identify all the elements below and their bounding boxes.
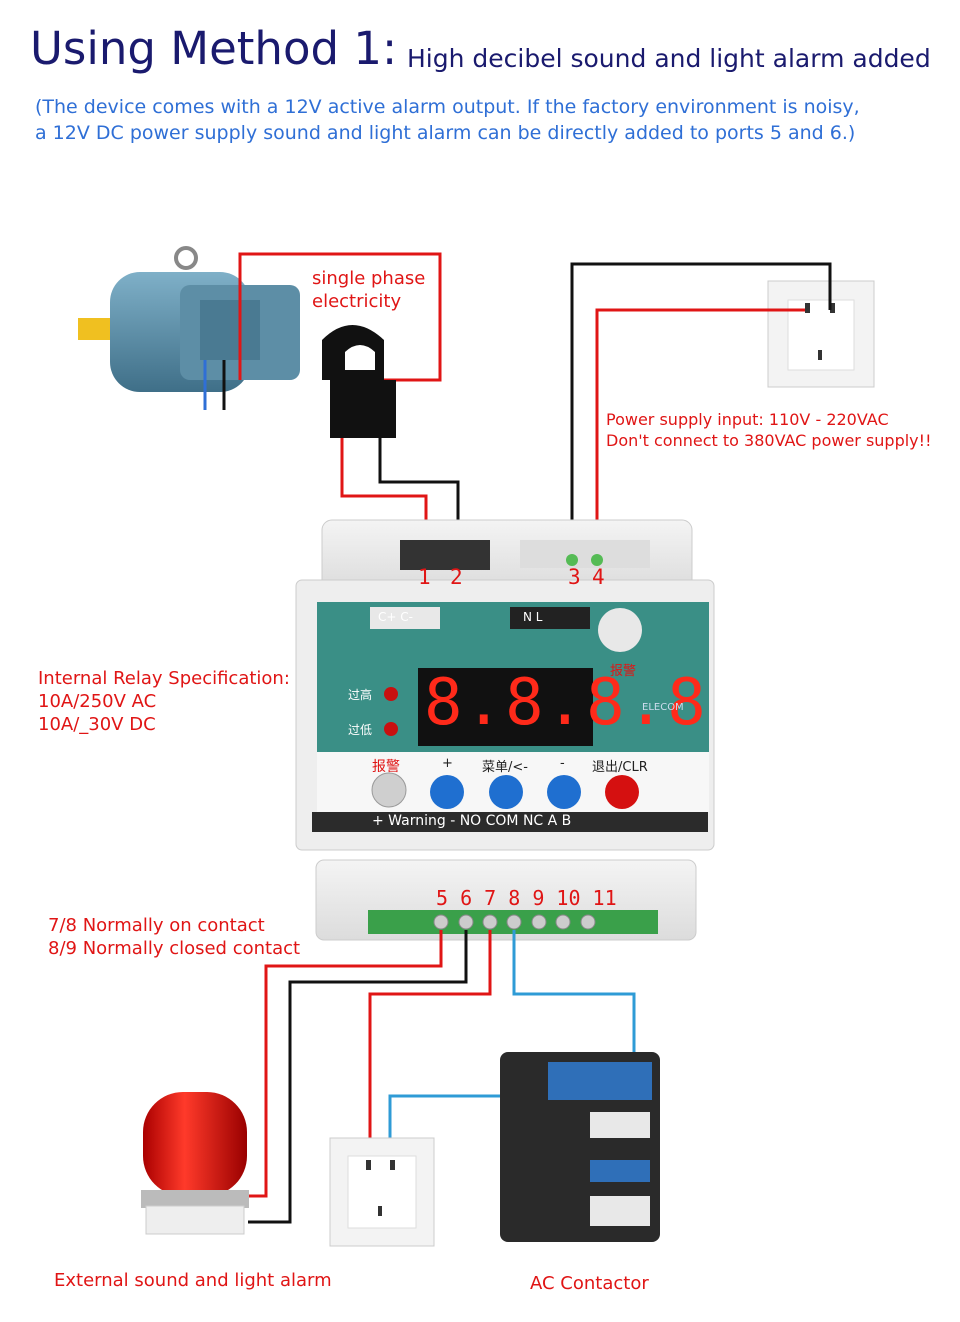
- bottom-terminals: [433, 914, 596, 930]
- seven-segment-display: 8.8.8.8: [424, 666, 708, 740]
- page-subtitle: High decibel sound and light alarm added: [407, 44, 931, 73]
- panel-bottom-strip: + Warning - NO COM NC A B: [372, 813, 572, 829]
- button-menu-label: 菜单/<-: [482, 760, 528, 775]
- motor-label-1: single phase: [312, 268, 426, 289]
- ac-contactor-image: [500, 1052, 660, 1242]
- terminal-2: 2: [450, 565, 463, 589]
- page-title: Using Method 1:: [30, 22, 398, 75]
- wall-socket-bottom: [329, 1137, 435, 1247]
- button-minus-label: -: [560, 756, 565, 771]
- current-clamp: [322, 325, 396, 438]
- motor-image: [78, 246, 300, 410]
- panel-ct-label: C+ C-: [378, 610, 413, 624]
- panel-high-label: 过高: [348, 688, 373, 702]
- button-exit-label: 退出/CLR: [592, 760, 648, 775]
- panel-nl-label: N L: [523, 610, 543, 624]
- terminals-bottom: 5 6 7 8 9 10 11: [436, 886, 617, 910]
- relay-spec-ac: 10A/250V AC: [38, 691, 157, 712]
- device-body: [295, 519, 715, 941]
- power-label-2: Don't connect to 380VAC power supply!!: [606, 431, 932, 450]
- contactor-label: AC Contactor: [530, 1273, 649, 1294]
- button-plus-label: +: [442, 756, 453, 771]
- contact-label-2: 8/9 Normally closed contact: [48, 938, 301, 959]
- note-line-1: (The device comes with a 12V active alar…: [35, 96, 860, 118]
- alarm-lamp-image: [141, 1092, 249, 1235]
- contact-label-1: 7/8 Normally on contact: [48, 915, 265, 936]
- relay-spec-title: Internal Relay Specification:: [38, 668, 290, 689]
- relay-spec-dc: 10A/_30V DC: [38, 714, 156, 735]
- panel-low-label: 过低: [348, 723, 373, 737]
- alarm-lamp-label: External sound and light alarm: [54, 1270, 332, 1291]
- terminal-4: 4: [592, 565, 605, 589]
- motor-label-2: electricity: [312, 291, 402, 312]
- note-line-2: a 12V DC power supply sound and light al…: [35, 122, 856, 144]
- panel-alarm-cn: 报警: [610, 664, 637, 679]
- panel-brand: ELECOM: [642, 702, 684, 713]
- terminal-1: 1: [418, 565, 431, 589]
- power-label-1: Power supply input: 110V - 220VAC: [606, 410, 889, 429]
- button-alarm-label: 报警: [372, 759, 400, 775]
- wall-socket-top: [767, 280, 875, 388]
- terminal-3: 3: [568, 565, 581, 589]
